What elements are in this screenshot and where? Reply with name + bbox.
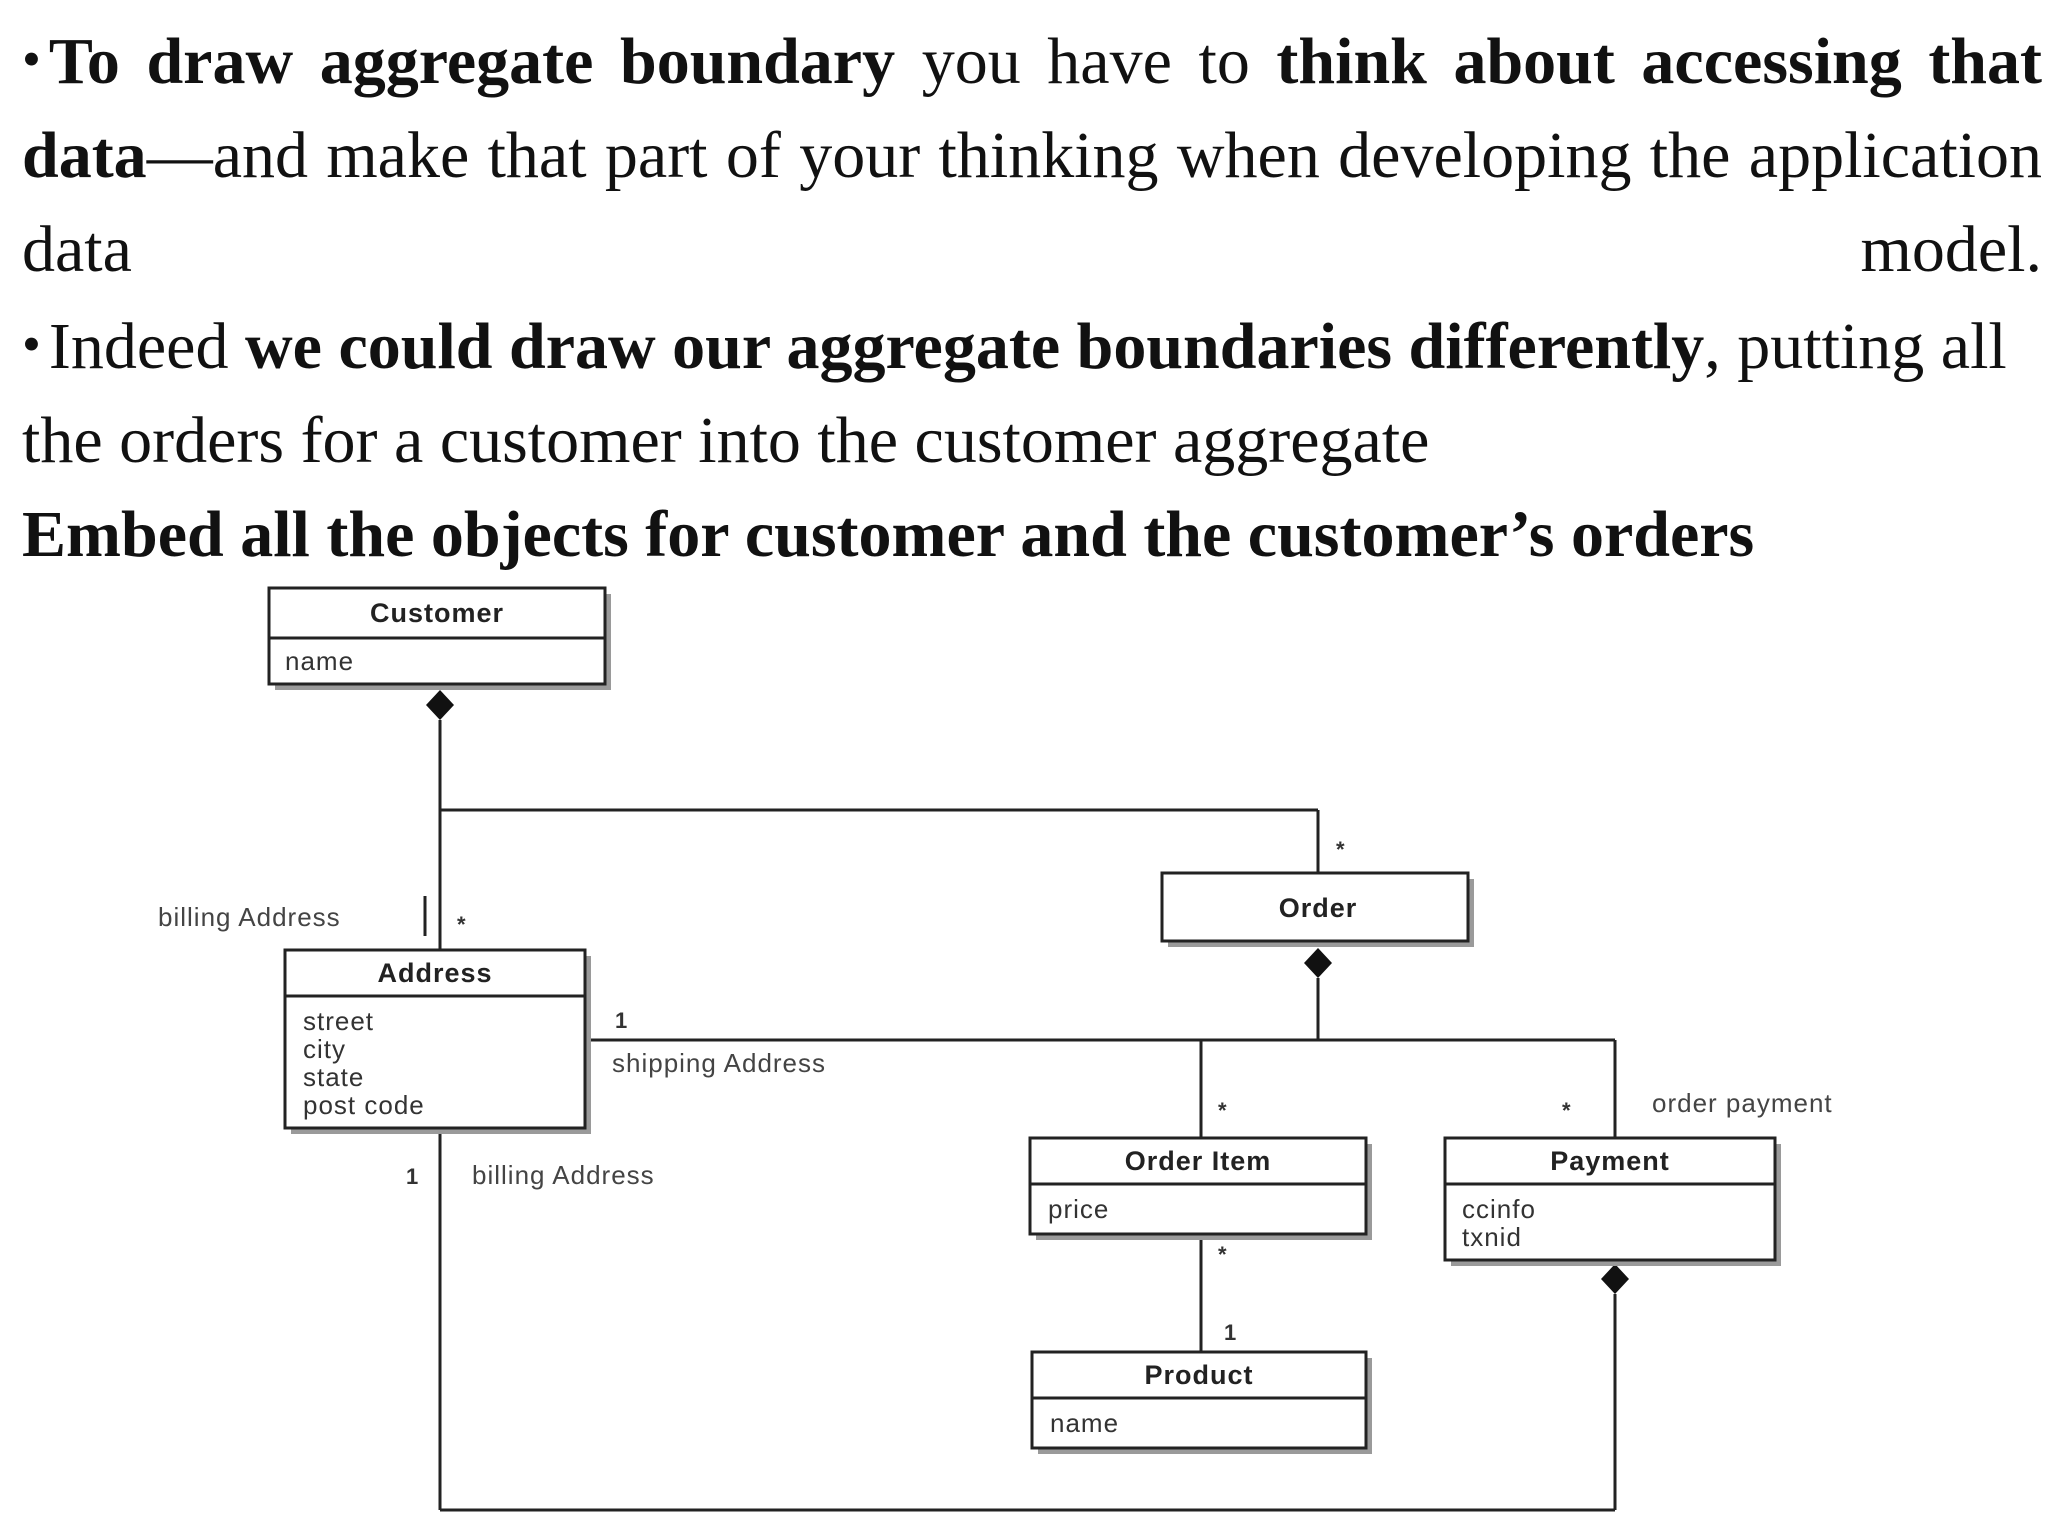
payment-attr-txnid: txnid — [1462, 1222, 1522, 1252]
bullet-dot-icon: • — [22, 314, 41, 374]
bullet-1-text-2: —and make that part of your thinking whe… — [22, 119, 2042, 286]
order-item-attr-price: price — [1048, 1194, 1109, 1224]
order-class-title: Order — [1279, 893, 1358, 923]
shipping-address-label: shipping Address — [612, 1048, 826, 1078]
payment-class-title: Payment — [1550, 1146, 1670, 1176]
order-diamond-icon — [1304, 948, 1332, 978]
class-order-item: Order Item price — [1028, 1136, 1372, 1240]
bullet-1-bold-1: To draw aggregate boundary — [48, 25, 896, 98]
billing-address-label-top: billing Address — [158, 902, 341, 932]
order-item-class-title: Order Item — [1125, 1146, 1272, 1176]
address-attr-state: state — [303, 1062, 364, 1092]
customer-diamond-icon — [426, 690, 454, 720]
association-labels: billing Address shipping Address billing… — [158, 896, 1833, 1190]
bullet-dot-icon: • — [22, 29, 41, 89]
address-attr-street: street — [303, 1006, 374, 1036]
mult-orderitem-product-one: 1 — [1224, 1320, 1236, 1345]
class-address: Address street city state post code — [283, 948, 591, 1134]
mult-order-orderitem: * — [1218, 1098, 1227, 1123]
billing-address-label-bottom: billing Address — [472, 1160, 655, 1190]
mult-orderitem-product-many: * — [1218, 1242, 1227, 1267]
mult-address-shipping: 1 — [615, 1008, 627, 1033]
mult-address-billing: 1 — [406, 1164, 418, 1189]
mult-customer-address: * — [457, 912, 466, 937]
customer-attr-name: name — [285, 646, 354, 676]
class-customer: Customer name — [267, 586, 611, 690]
multiplicity-markers: * * 1 1 * * * 1 — [406, 837, 1571, 1345]
mult-order-payment: * — [1562, 1098, 1571, 1123]
bullet-2: •Indeed we could draw our aggregate boun… — [22, 297, 2042, 488]
address-attr-post-code: post code — [303, 1090, 425, 1120]
connectors — [438, 720, 1617, 1512]
bullet-2-bold: we could draw our aggregate boundaries d… — [244, 310, 1705, 383]
bullet-2-text-2: , putting all the orders for a customer … — [22, 310, 2007, 477]
bullet-1: •To draw aggregate boundary you have to … — [22, 12, 2042, 297]
class-payment: Payment ccinfo txnid — [1443, 1136, 1781, 1266]
embed-statement: Embed all the objects for customer and t… — [22, 498, 1755, 571]
order-payment-label: order payment — [1652, 1088, 1833, 1118]
address-class-title: Address — [377, 958, 492, 988]
bullet-1-bold-2: think about accessing that data — [22, 25, 2042, 192]
payment-attr-ccinfo: ccinfo — [1462, 1194, 1536, 1224]
class-product: Product name — [1030, 1350, 1372, 1454]
product-attr-name: name — [1050, 1408, 1119, 1438]
mult-customer-order: * — [1336, 837, 1345, 862]
bullet-2-text-1: Indeed — [48, 310, 245, 383]
payment-diamond-icon — [1601, 1264, 1629, 1294]
customer-class-title: Customer — [370, 598, 504, 628]
bullet-1-text-1: you have to — [895, 25, 1277, 98]
slide-text: •To draw aggregate boundary you have to … — [22, 12, 2042, 582]
class-order: Order — [1160, 871, 1474, 947]
address-attr-city: city — [303, 1034, 346, 1064]
product-class-title: Product — [1144, 1360, 1253, 1390]
composition-diamonds — [426, 690, 1629, 1294]
